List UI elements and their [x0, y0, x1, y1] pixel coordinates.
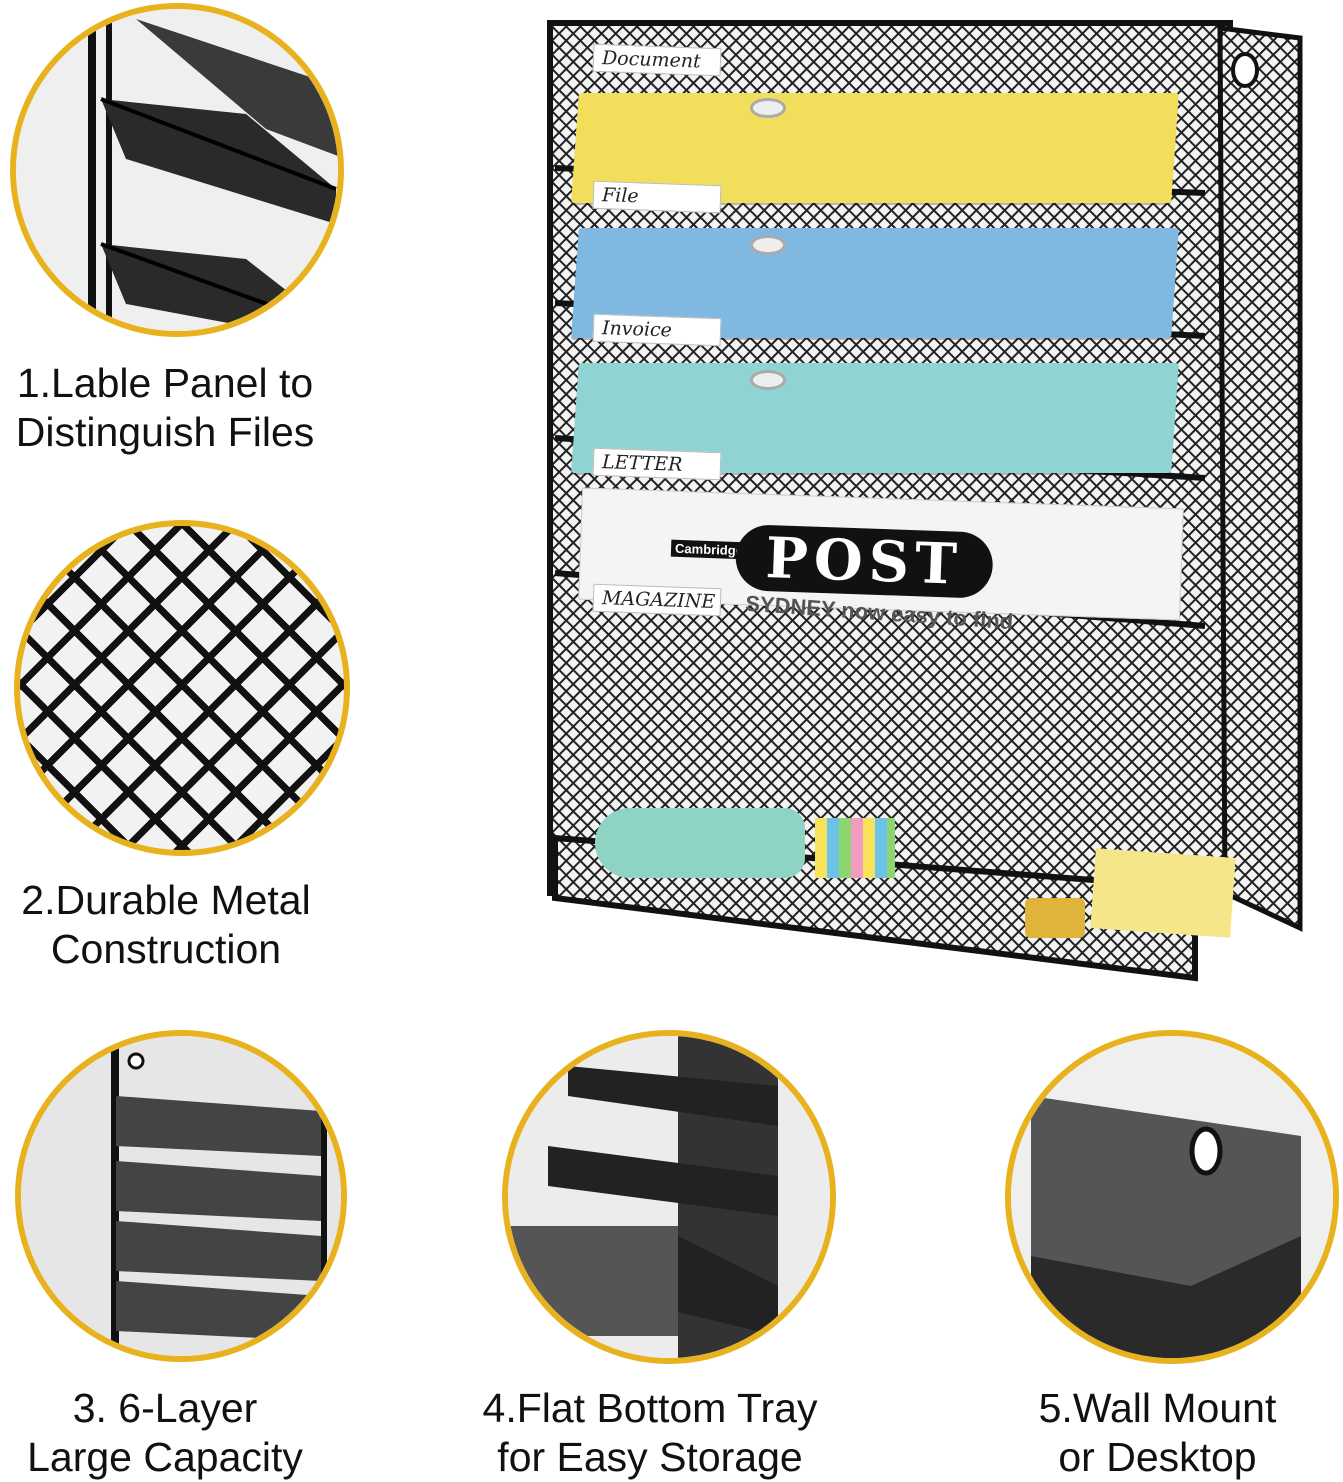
markers	[815, 818, 895, 878]
tray-illustration	[508, 1036, 830, 1358]
feature-caption-label-panel: 1.Lable Panel to Distinguish Files	[15, 360, 315, 455]
label-invoice: Invoice	[592, 313, 722, 347]
tray-closeup	[502, 1030, 836, 1364]
organizer-product-image: Cambridge POST SYDNEY now easy to find D…	[545, 18, 1310, 983]
magazine-title: POST	[734, 523, 994, 599]
binder-clips	[1025, 898, 1085, 938]
layers-illustration	[21, 1036, 341, 1356]
label-panel-illustration	[16, 9, 338, 331]
label-document: Document	[592, 43, 722, 77]
feature-caption-wall-mount: 5.Wall Mount or Desktop	[1038, 1385, 1277, 1480]
label-magazine: MAGAZINE	[592, 583, 722, 617]
mesh-closeup	[14, 520, 350, 856]
label-panel-closeup	[10, 3, 344, 337]
layers-closeup	[15, 1030, 347, 1362]
sticky-notes	[1090, 848, 1236, 938]
label-file: File	[592, 180, 722, 214]
wall-mount-illustration	[1011, 1036, 1333, 1358]
folder-ring-icon	[750, 370, 786, 390]
folder-ring-icon	[750, 235, 786, 255]
feature-caption-flat-bottom: 4.Flat Bottom Tray for Easy Storage	[482, 1385, 818, 1480]
folder-ring-icon	[750, 98, 786, 118]
tape-dispenser	[595, 808, 805, 878]
wall-mount-closeup	[1005, 1030, 1339, 1364]
feature-caption-six-layer: 3. 6-Layer Large Capacity	[27, 1385, 303, 1480]
label-letter: LETTER	[592, 447, 722, 481]
feature-caption-durable-metal: 2.Durable Metal Construction	[21, 877, 311, 972]
